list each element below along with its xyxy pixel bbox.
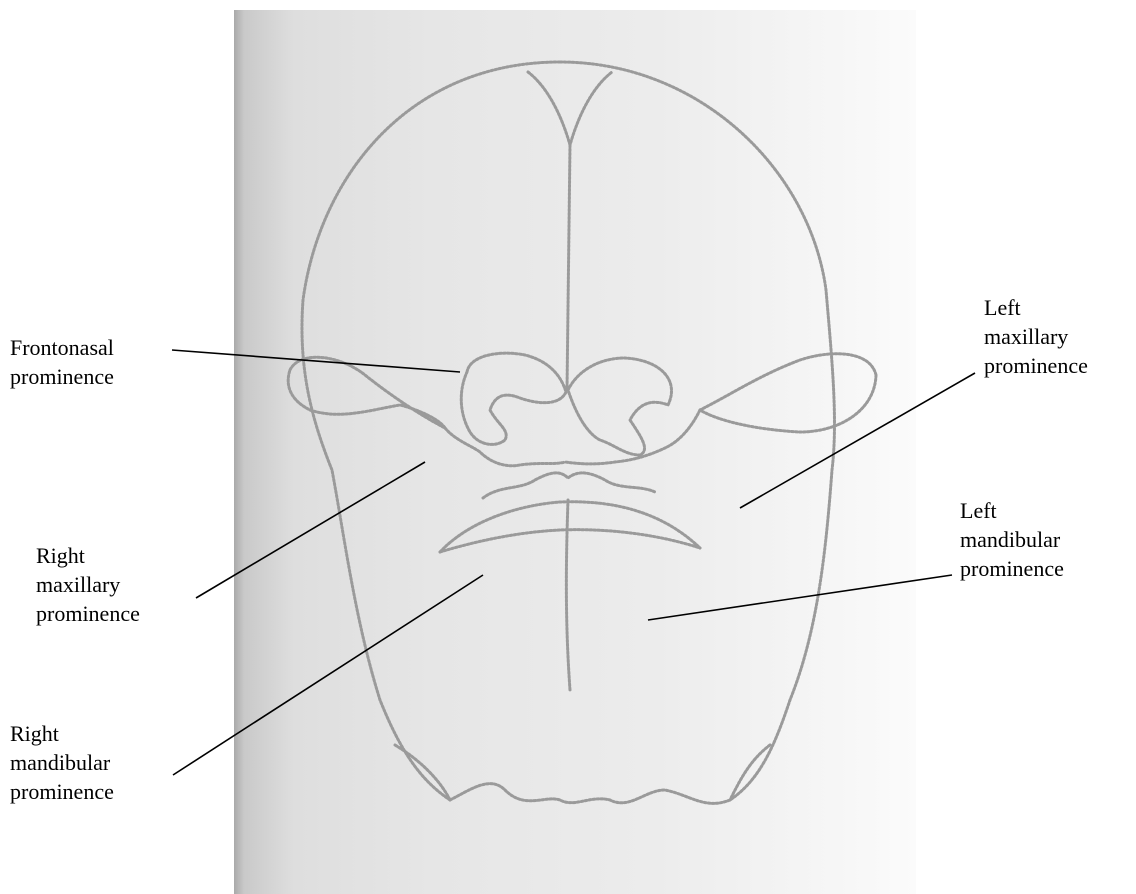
leader-frontonasal	[172, 350, 460, 372]
jaw-right-flare	[730, 745, 770, 800]
leader-left-maxillary	[740, 373, 975, 508]
leader-left-mandibular	[648, 575, 952, 620]
mouth-upper	[440, 502, 700, 552]
jaw-left-flare	[395, 745, 450, 800]
label-right-mandibular-prominence: Right mandibular prominence	[10, 719, 114, 806]
label-right-maxillary-prominence: Right maxillary prominence	[36, 541, 140, 628]
label-frontonasal-prominence: Frontonasal prominence	[10, 333, 114, 391]
frontonasal-lobe-left	[461, 353, 566, 444]
head-outline	[302, 62, 560, 800]
mouth-lower	[440, 530, 700, 552]
midline-upper	[567, 145, 570, 390]
upper-lip	[483, 473, 655, 498]
fontanelle	[528, 72, 612, 145]
left-eye	[700, 354, 876, 432]
label-left-mandibular-prominence: Left mandibular prominence	[960, 496, 1064, 583]
frontonasal-lobe-right	[568, 358, 671, 455]
label-left-maxillary-prominence: Left maxillary prominence	[984, 293, 1088, 380]
right-eye	[288, 357, 445, 428]
jaw-outline	[450, 784, 730, 804]
leader-right-maxillary	[196, 462, 425, 598]
leader-right-mandibular	[173, 575, 483, 775]
